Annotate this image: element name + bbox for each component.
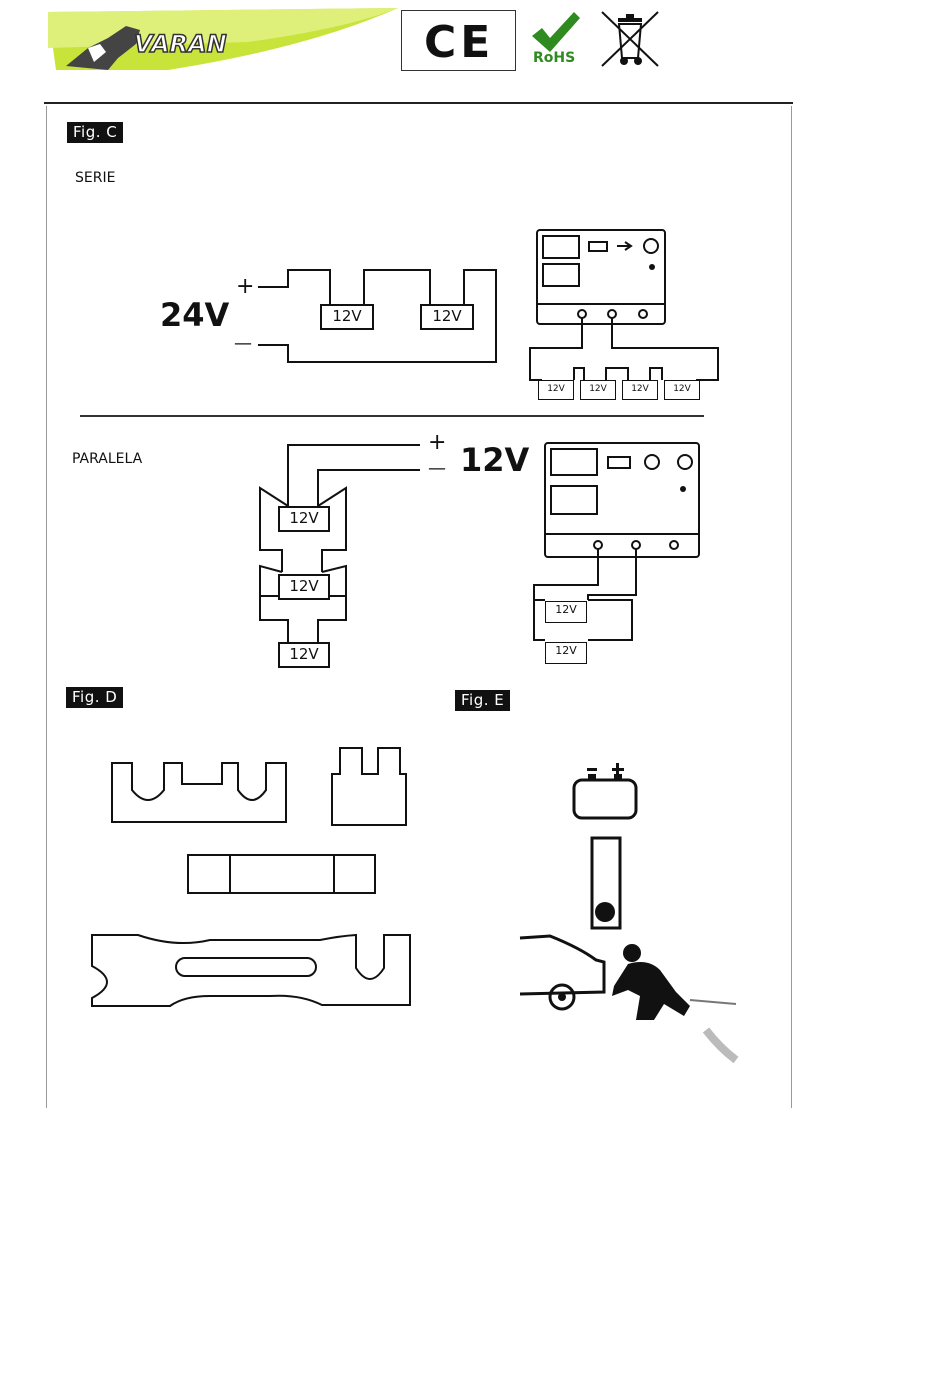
fig-e-battery-check-illustration [0,0,950,1388]
